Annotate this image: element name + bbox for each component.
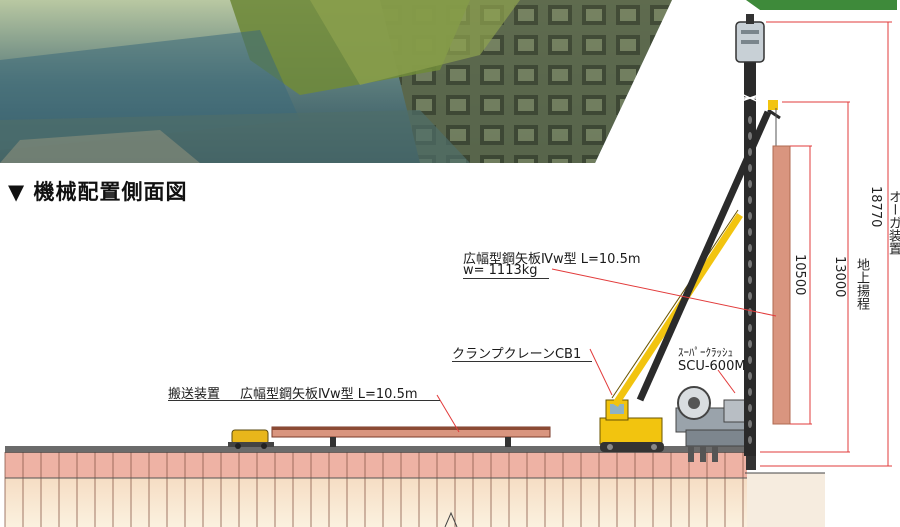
label-underline <box>452 361 592 362</box>
dim-height-above-ground-label: 地上揚程 <box>854 258 869 310</box>
site-photo <box>0 0 897 163</box>
work-deck <box>5 446 747 452</box>
label-crawler-crane: クランプクレーンCB1 <box>452 347 582 362</box>
label-underline <box>168 400 440 401</box>
label-underline <box>463 278 549 279</box>
lying-sheet-pile <box>271 426 551 447</box>
dim-pile-length: 10500 <box>792 254 807 296</box>
label-transport-device: 搬送装置 <box>168 387 221 402</box>
standing-sheet-pile <box>772 145 791 425</box>
section-title: ▼ 機械配置側面図 <box>8 180 188 204</box>
transport-device <box>228 429 274 449</box>
leader-lines <box>436 268 777 433</box>
super-crush-machine <box>675 386 747 462</box>
dim-auger-label: オーガ装置 <box>886 190 900 255</box>
dim-auger-height: 18770 <box>868 186 883 228</box>
dim-height-above-ground: 13000 <box>832 256 847 298</box>
label-standing-pile: 広幅型鋼矢板Ⅳw型 L=10.5m <box>463 252 641 267</box>
label-super-crush: ｽｰﾊﾟｰｸﾗｯｼｭ <box>678 346 733 359</box>
label-lying-pile: 広幅型鋼矢板Ⅳw型 L=10.5m <box>240 387 418 402</box>
label-standing-pile-weight: w= 1113kg <box>463 263 538 278</box>
ground-pile-wall <box>4 451 825 527</box>
label-super-crush-model: SCU-600M <box>678 359 746 374</box>
dimension-lines <box>760 21 892 467</box>
